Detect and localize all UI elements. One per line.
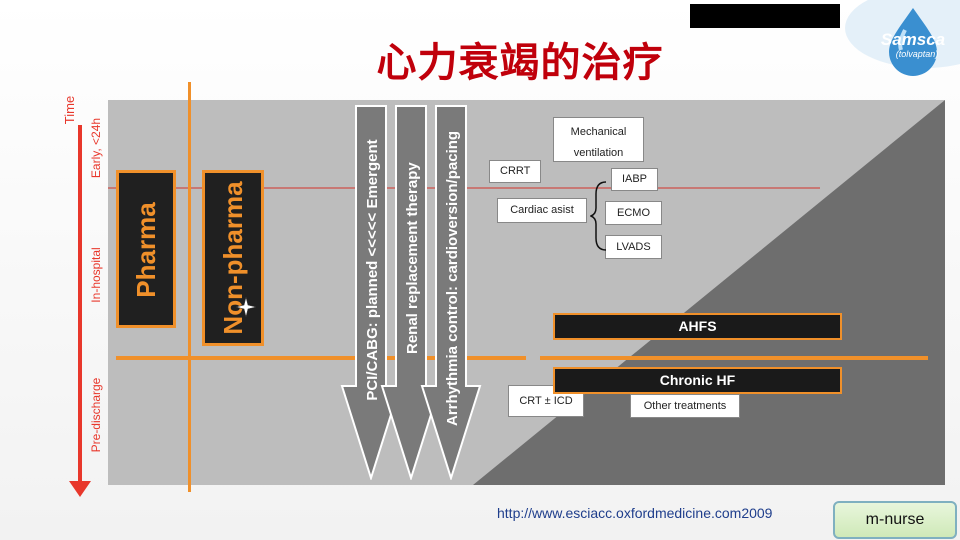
- box-crt-icd: CRT ± ICD: [508, 385, 584, 417]
- stage-pre-discharge: Pre-discharge: [89, 377, 103, 453]
- axis-label-time: Time: [62, 95, 77, 125]
- box-other-treatments: Other treatments: [630, 394, 740, 418]
- logo-sub: (tolvaptan): [896, 49, 939, 59]
- samsca-logo: Samsca (tolvaptan): [835, 0, 960, 85]
- arrow-arrhythmia: [420, 105, 482, 480]
- pharma-label: Pharma: [131, 202, 161, 298]
- orange-horizontal-line-left: [116, 356, 526, 360]
- non-pharma-box: [202, 170, 264, 346]
- box-crrt: CRRT: [489, 160, 541, 183]
- bar-ahfs: AHFS: [553, 313, 842, 340]
- orange-vertical-line: [188, 82, 191, 492]
- sparkle-icon: [235, 296, 257, 318]
- box-ecmo: ECMO: [605, 201, 662, 225]
- brace: [590, 181, 607, 251]
- stage-early: Early, <24h: [89, 117, 103, 179]
- slide-title: 心力衰竭的治疗: [376, 40, 664, 86]
- box-cardiac-assist: Cardiac asist: [497, 198, 587, 223]
- arrow-label-arrhythmia: Arrhythmia control: cardioversion/pacing: [444, 130, 461, 426]
- box-lvads: LVADS: [605, 235, 662, 259]
- box-mechanical-ventilation: Mechanical ventilation: [553, 117, 644, 162]
- stage-in-hospital: In-hospital: [89, 247, 103, 303]
- orange-horizontal-line-right: [540, 356, 928, 360]
- redaction-bar: [690, 4, 840, 28]
- bar-chronic-hf: Chronic HF: [553, 367, 842, 394]
- treatment-arrows: [340, 105, 482, 480]
- arrow-label-pci: PCI/CABG: planned <<<<< Emergent: [364, 139, 381, 401]
- pharma-box: [116, 170, 176, 328]
- m-nurse-button[interactable]: m-nurse: [833, 501, 957, 539]
- time-axis: [60, 95, 100, 500]
- box-iabp: IABP: [611, 168, 658, 191]
- footer-url[interactable]: http://www.esciacc.oxfordmedicine.com200…: [497, 505, 773, 521]
- arrow-label-renal: Renal replacement therapy: [404, 162, 421, 354]
- logo-brand: Samsca: [881, 30, 945, 49]
